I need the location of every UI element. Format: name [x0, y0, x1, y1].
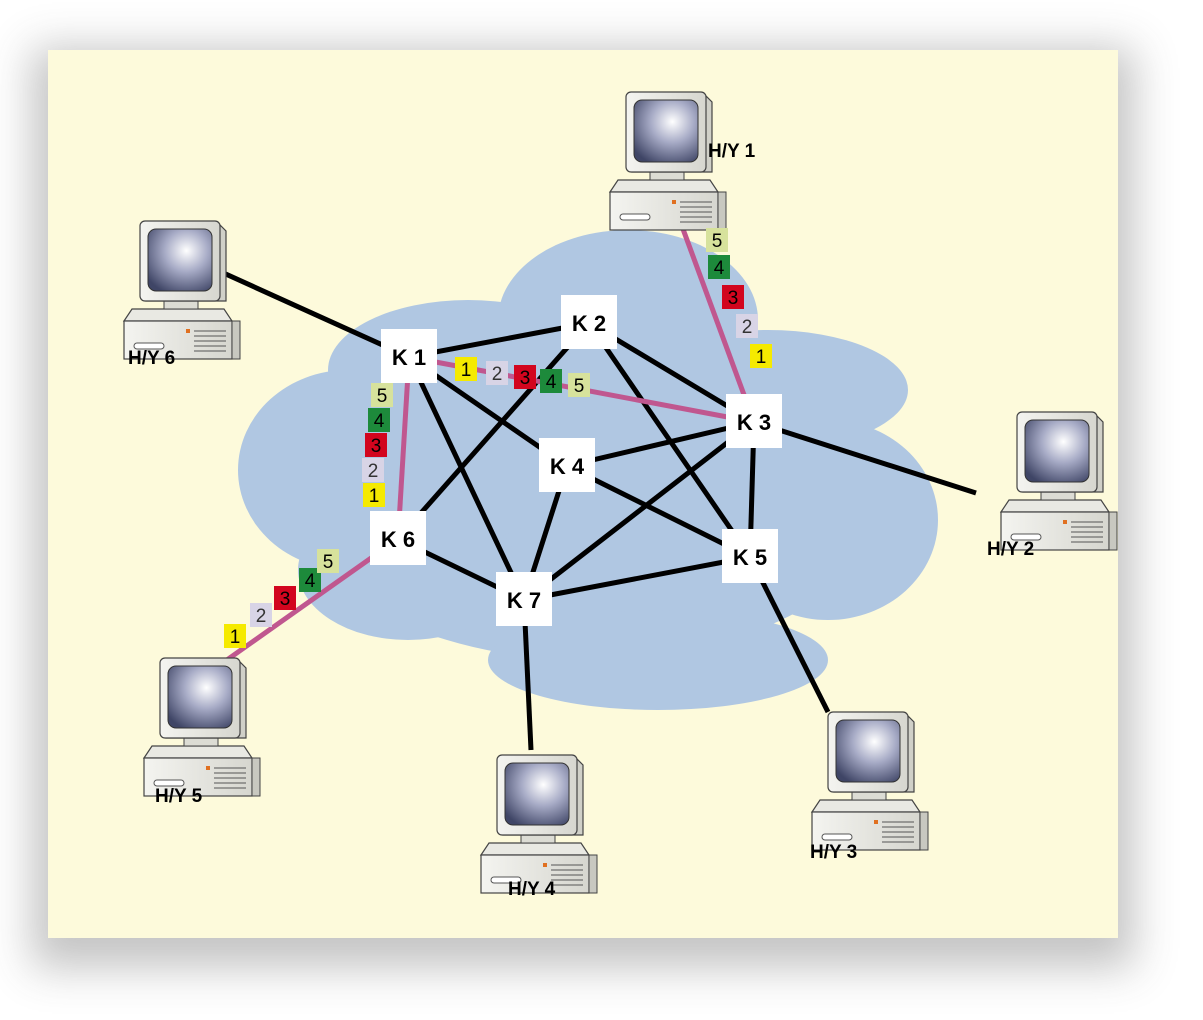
- computer-icon: [143, 657, 261, 797]
- link-K4-K5: [565, 463, 752, 560]
- node-k1: K 1: [381, 329, 437, 383]
- packet-5: 5: [706, 228, 728, 252]
- route-K1-K6: [395, 356, 412, 540]
- node-label: K 3: [737, 410, 771, 435]
- packet-4: 4: [540, 369, 562, 393]
- svg-text:1: 1: [230, 627, 241, 648]
- packet-2: 2: [486, 361, 508, 385]
- svg-text:2: 2: [368, 461, 379, 482]
- computer-icon: [1000, 411, 1118, 551]
- packet-1: 1: [224, 624, 246, 648]
- packet-3: 3: [514, 365, 536, 389]
- host-h6: H/Y 6: [123, 220, 241, 369]
- link-K1-K2: [408, 320, 590, 360]
- node-k2: K 2: [561, 295, 617, 349]
- node-k3: K 3: [726, 394, 782, 448]
- node-label: K 7: [507, 588, 541, 613]
- host-h2: H/Y 2: [987, 411, 1118, 560]
- packet-1: 1: [363, 483, 385, 507]
- link-K3-K7: [522, 420, 756, 602]
- svg-text:4: 4: [714, 258, 725, 279]
- svg-text:2: 2: [742, 317, 753, 338]
- node-k4: K 4: [539, 438, 595, 492]
- packet-2: 2: [736, 314, 758, 338]
- packet-3: 3: [722, 285, 744, 309]
- packet-3: 3: [274, 586, 296, 610]
- host-h1: H/Y 1: [609, 91, 756, 231]
- packet-4: 4: [299, 568, 321, 592]
- packet-2: 2: [362, 458, 384, 482]
- route-H1-K3: [673, 209, 757, 423]
- host-label: H/Y 2: [987, 539, 1034, 560]
- host-label: H/Y 1: [708, 141, 756, 162]
- packet-2: 2: [250, 603, 272, 627]
- node-label: K 4: [550, 454, 585, 479]
- host-h5: H/Y 5: [143, 657, 261, 807]
- link-K1-K7: [406, 355, 527, 602]
- svg-text:1: 1: [756, 347, 767, 368]
- computer-icon: [811, 711, 929, 851]
- svg-text:1: 1: [461, 360, 472, 381]
- svg-text:4: 4: [546, 372, 557, 393]
- svg-text:2: 2: [256, 606, 267, 627]
- computer-icon: [480, 754, 598, 894]
- node-k5: K 5: [722, 529, 778, 583]
- svg-text:5: 5: [323, 552, 334, 573]
- svg-text:3: 3: [520, 368, 531, 389]
- host-label: H/Y 3: [810, 842, 857, 863]
- node-label: K 5: [733, 545, 767, 570]
- packet-5: 5: [317, 549, 339, 573]
- host-h3: H/Y 3: [810, 711, 929, 863]
- node-label: K 6: [381, 527, 415, 552]
- svg-text:5: 5: [712, 231, 723, 252]
- link-K3-H2: [753, 419, 977, 496]
- node-label: K 2: [572, 311, 606, 336]
- packet-1: 1: [455, 357, 477, 381]
- link-K2-K6: [396, 321, 591, 541]
- svg-text:2: 2: [492, 364, 503, 385]
- packet-5: 5: [568, 373, 590, 397]
- packet-3: 3: [365, 433, 387, 457]
- packet-5: 5: [371, 383, 393, 407]
- svg-text:5: 5: [574, 376, 585, 397]
- computer-icon: [123, 220, 241, 360]
- node-k7: K 7: [496, 572, 552, 626]
- switching-nodes: K 1 K 2 K 3 K 4 K 5 K 6 K 7: [370, 295, 782, 626]
- svg-text:4: 4: [374, 411, 385, 432]
- link-K7-K5: [523, 554, 751, 603]
- host-label: H/Y 6: [128, 348, 175, 369]
- svg-text:4: 4: [305, 571, 316, 592]
- route-K6-H5: [222, 536, 400, 665]
- packets-k1-k6: 1 2 3 4 5: [362, 383, 393, 507]
- node-label: K 1: [392, 345, 426, 370]
- node-k6: K 6: [370, 511, 426, 565]
- packet-4: 4: [708, 255, 730, 279]
- hosts: H/Y 1 H/Y 2 H/Y 3 H/Y 4 H/Y 5 H/Y 6: [123, 91, 1118, 900]
- host-label: H/Y 5: [155, 786, 203, 807]
- svg-text:5: 5: [377, 386, 388, 407]
- host-label: H/Y 4: [508, 879, 556, 900]
- host-h4: H/Y 4: [480, 754, 598, 900]
- packet-1: 1: [750, 344, 772, 368]
- svg-text:3: 3: [371, 436, 382, 457]
- svg-text:3: 3: [728, 288, 739, 309]
- link-K3-K4: [566, 419, 755, 469]
- packet-4: 4: [368, 408, 390, 432]
- svg-text:3: 3: [280, 589, 291, 610]
- svg-text:1: 1: [369, 486, 380, 507]
- link-H6-K1: [206, 263, 411, 360]
